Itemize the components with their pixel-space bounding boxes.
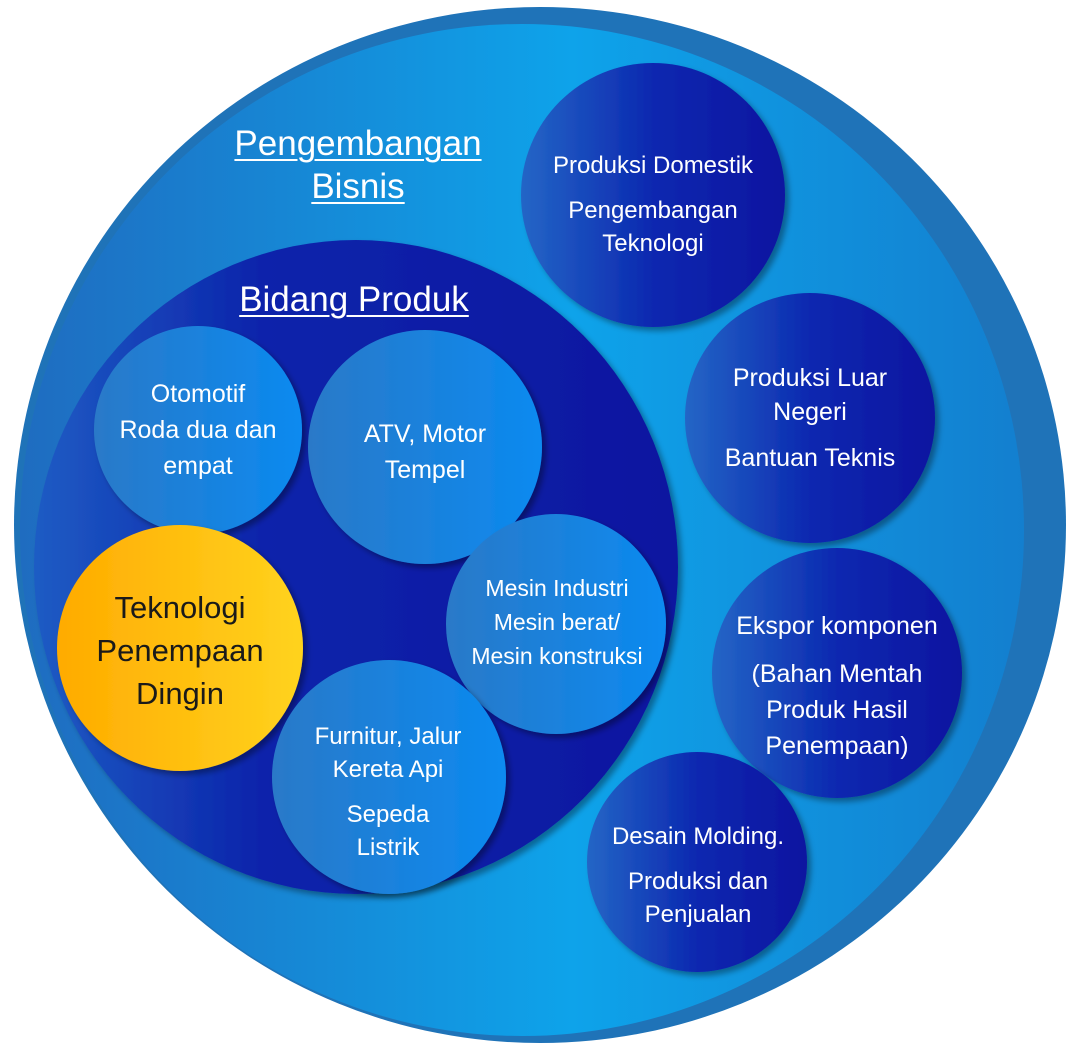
luar-negeri-line3: Bantuan Teknis (724, 444, 896, 472)
ekspor-text: Ekspor komponen (Bahan Mentah Produk Has… (717, 610, 957, 762)
core-line2: Penempaan (96, 632, 264, 668)
mesin-text: Mesin Industri Mesin berat/ Mesin konstr… (452, 566, 662, 678)
bubble-luar-negeri (685, 293, 935, 543)
furnitur-line2: Kereta Api (332, 756, 444, 783)
domestik-text: Produksi Domestik Pengembangan Teknologi (528, 146, 778, 262)
mesin-line2: Mesin berat/ (493, 609, 621, 635)
bubble-otomotif (94, 326, 302, 534)
domestik-line3: Teknologi (602, 229, 704, 257)
mesin-line3: Mesin konstruksi (471, 643, 643, 669)
otomotif-text: Otomotif Roda dua dan empat (100, 370, 296, 490)
otomotif-line1: Otomotif (150, 380, 246, 408)
atv-line2: Tempel (384, 456, 466, 484)
inner-title: Bidang Produk (239, 280, 469, 319)
ekspor-line3: Produk Hasil (766, 696, 908, 724)
domestik-line2: Pengembangan (568, 196, 738, 224)
core-line1: Teknologi (114, 589, 246, 625)
molding-line3: Penjualan (644, 900, 752, 928)
outer-title: Pengembangan Bisnis (208, 122, 508, 208)
molding-line2: Produksi dan (627, 867, 769, 895)
furnitur-text: Furnitur, Jalur Kereta Api Sepeda Listri… (288, 716, 488, 868)
bubble-molding (587, 752, 807, 972)
bubble-furnitur (272, 660, 506, 894)
luar-negeri-line1: Produksi Luar (732, 364, 888, 392)
atv-line1: ATV, Motor (363, 420, 487, 448)
outer-title-line1: Pengembangan (234, 124, 482, 163)
furnitur-line3: Sepeda (346, 801, 430, 828)
outer-title-line2: Bisnis (311, 167, 405, 206)
molding-line1: Desain Molding. (611, 822, 785, 850)
molding-text: Desain Molding. Produksi dan Penjualan (590, 816, 806, 934)
core-line3: Dingin (136, 675, 224, 711)
domestik-line1: Produksi Domestik (552, 151, 754, 179)
bubble-domestik (521, 63, 785, 327)
furnitur-line1: Furnitur, Jalur (314, 723, 462, 750)
otomotif-line3: empat (163, 452, 233, 480)
luar-negeri-text: Produksi Luar Negeri Bantuan Teknis (695, 356, 925, 480)
mesin-line1: Mesin Industri (485, 575, 629, 601)
bubble-atv (308, 330, 542, 564)
otomotif-line2: Roda dua dan (119, 416, 277, 444)
ekspor-line2: (Bahan Mentah (751, 660, 923, 688)
luar-negeri-line2: Negeri (773, 398, 847, 426)
ekspor-line4: Penempaan) (765, 732, 909, 760)
ekspor-line1: Ekspor komponen (736, 612, 938, 640)
atv-text: ATV, Motor Tempel (330, 410, 520, 494)
bubble-ekspor (712, 548, 962, 798)
furnitur-line4: Listrik (356, 834, 420, 861)
bubble-mesin (446, 514, 666, 734)
core-text: Teknologi Penempaan Dingin (70, 584, 290, 716)
bubble-core (57, 525, 303, 771)
